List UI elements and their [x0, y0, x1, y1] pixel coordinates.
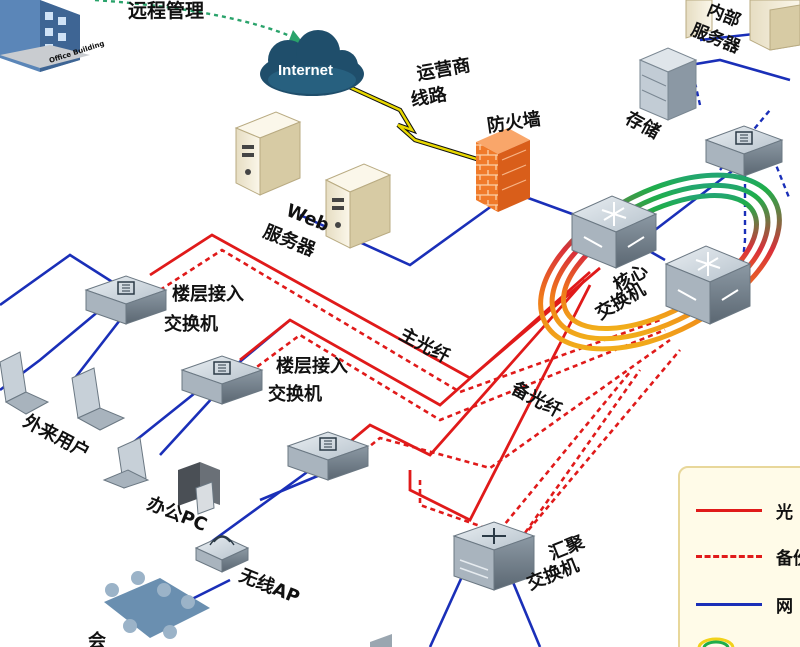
floor-access-switch-2 — [180, 355, 264, 405]
office-pc — [178, 462, 220, 515]
core-switch-1 — [570, 195, 658, 269]
floor-switch-2-label-1: 楼层接入 — [276, 355, 348, 377]
floor-access-switch-3 — [286, 431, 370, 481]
floor-switch-1-label-1: 楼层接入 — [172, 283, 244, 305]
legend-item-network: 网 — [696, 592, 793, 617]
legend-label-backup: 备份 — [776, 548, 800, 569]
isp-line-label-1: 运营商 — [415, 54, 472, 85]
wireless-ap-label: 无线AP — [236, 564, 303, 608]
floor-access-switch-1 — [84, 275, 168, 325]
isp-line — [344, 82, 481, 163]
backup-fiber-label: 备光纤 — [507, 377, 566, 422]
legend-label-fiber: 光 — [776, 502, 793, 523]
internet-label: Internet — [278, 62, 333, 79]
web-server-2 — [324, 163, 392, 249]
meeting-room-group — [104, 571, 210, 639]
core-ring — [538, 172, 782, 352]
web-server-1 — [234, 111, 302, 196]
isp-line-label-2: 线路 — [409, 83, 449, 111]
legend: 光 备份 网 — [678, 466, 800, 647]
laptop-1 — [0, 351, 50, 415]
internal-servers — [685, 0, 800, 51]
storage-array — [638, 47, 698, 121]
firewall-label: 防火墙 — [486, 108, 543, 137]
legend-item-backup: 备份 — [696, 544, 800, 569]
floor-switch-2-label-2: 交换机 — [268, 383, 322, 405]
legend-item-fiber: 光 — [696, 498, 793, 523]
partial-device-bottom — [370, 634, 392, 647]
laptop-3 — [102, 437, 150, 489]
internet-cloud: Internet — [260, 30, 364, 96]
legend-swatch-fiber — [696, 508, 762, 512]
remote-mgmt-label: 远程管理 — [128, 0, 204, 22]
legend-item-ring — [696, 636, 736, 647]
fiber-links — [149, 233, 601, 522]
distribution-switch-top-right — [704, 125, 784, 177]
firewall — [476, 128, 530, 212]
meeting-label-partial: 会 — [88, 630, 106, 647]
legend-ring-icon — [697, 637, 735, 647]
legend-label-network: 网 — [776, 596, 793, 617]
main-fiber-label: 主光纤 — [396, 323, 454, 368]
legend-swatch-backup — [696, 554, 762, 558]
office-building: Office Building — [0, 0, 105, 72]
aggregation-switch — [452, 521, 536, 591]
core-switch-2 — [664, 245, 752, 325]
network-links — [0, 28, 791, 647]
wireless-ap — [194, 535, 250, 573]
legend-swatch-network — [696, 602, 762, 606]
floor-switch-1-label-2: 交换机 — [164, 313, 218, 335]
laptop-2 — [71, 367, 126, 431]
